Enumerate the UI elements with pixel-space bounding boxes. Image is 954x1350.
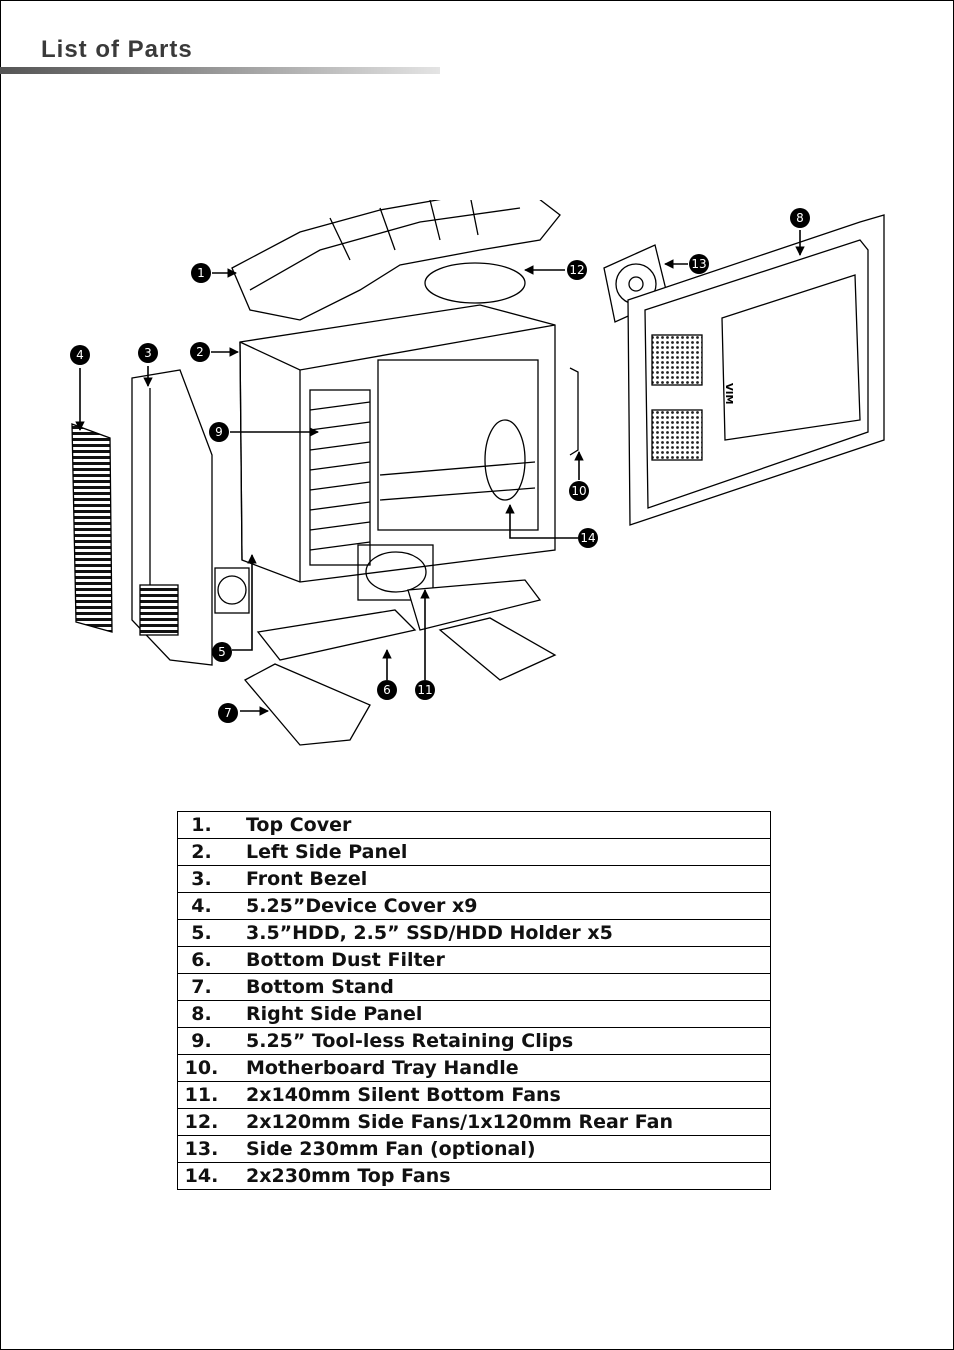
svg-text:2: 2 <box>196 345 204 359</box>
svg-text:14: 14 <box>580 531 595 545</box>
title-underline <box>0 67 440 74</box>
callout-12: 12 <box>567 260 587 280</box>
table-row: 2.Left Side Panel <box>177 838 771 866</box>
callout-1: 1 <box>191 263 211 283</box>
top-cover <box>231 200 561 321</box>
table-row: 14.2x230mm Top Fans <box>177 1162 771 1190</box>
part-name: Left Side Panel <box>225 838 771 866</box>
svg-text:9: 9 <box>215 425 223 439</box>
bottom-dust-filter <box>256 579 542 661</box>
top-fan <box>424 262 526 501</box>
callout-10: 10 <box>569 481 589 501</box>
panel-badge: VIM <box>723 383 734 404</box>
part-name: Front Bezel <box>225 865 771 893</box>
part-number: 2. <box>177 838 225 866</box>
table-row: 7.Bottom Stand <box>177 973 771 1001</box>
svg-text:4: 4 <box>76 348 84 362</box>
parts-table: 1.Top Cover 2.Left Side Panel 3.Front Be… <box>177 811 771 1190</box>
part-name: Right Side Panel <box>225 1000 771 1028</box>
svg-text:11: 11 <box>417 683 432 697</box>
callout-14: 14 <box>578 528 598 548</box>
part-number: 14. <box>177 1162 225 1190</box>
callout-4: 4 <box>70 345 90 365</box>
part-name: 2x230mm Top Fans <box>225 1162 771 1190</box>
svg-text:10: 10 <box>571 484 586 498</box>
part-number: 3. <box>177 865 225 893</box>
svg-text:13: 13 <box>691 257 706 271</box>
table-row: 13.Side 230mm Fan (optional) <box>177 1135 771 1163</box>
part-number: 4. <box>177 892 225 920</box>
table-row: 8.Right Side Panel <box>177 1000 771 1028</box>
part-name: Bottom Stand <box>225 973 771 1001</box>
svg-text:5: 5 <box>218 645 226 659</box>
part-name: 2x140mm Silent Bottom Fans <box>225 1081 771 1109</box>
chassis <box>239 304 556 601</box>
table-row: 10.Motherboard Tray Handle <box>177 1054 771 1082</box>
callout-9: 9 <box>209 422 229 442</box>
device-covers <box>71 423 113 633</box>
bottom-stand <box>243 617 557 746</box>
part-number: 9. <box>177 1027 225 1055</box>
part-number: 6. <box>177 946 225 974</box>
part-number: 7. <box>177 973 225 1001</box>
part-name: 2x120mm Side Fans/1x120mm Rear Fan <box>225 1108 771 1136</box>
part-name: 3.5”HDD, 2.5” SSD/HDD Holder x5 <box>225 919 771 947</box>
callout-8: 8 <box>790 208 810 228</box>
table-row: 4.5.25”Device Cover x9 <box>177 892 771 920</box>
part-name: Side 230mm Fan (optional) <box>225 1135 771 1163</box>
svg-text:8: 8 <box>796 211 804 225</box>
part-number: 8. <box>177 1000 225 1028</box>
exploded-diagram: VIM 1 2 3 4 5 6 7 8 9 10 11 12 13 14 <box>70 200 885 746</box>
part-number: 1. <box>177 811 225 839</box>
callout-11: 11 <box>415 680 435 700</box>
tray-handle <box>569 367 579 456</box>
svg-text:1: 1 <box>197 266 205 280</box>
callout-5: 5 <box>212 642 232 662</box>
table-row: 6.Bottom Dust Filter <box>177 946 771 974</box>
table-row: 9.5.25” Tool-less Retaining Clips <box>177 1027 771 1055</box>
callout-6: 6 <box>377 680 397 700</box>
part-name: 5.25” Tool-less Retaining Clips <box>225 1027 771 1055</box>
callout-7: 7 <box>218 703 238 723</box>
front-fan <box>214 567 250 614</box>
table-row: 11.2x140mm Silent Bottom Fans <box>177 1081 771 1109</box>
right-side-panel <box>627 214 885 526</box>
part-number: 11. <box>177 1081 225 1109</box>
svg-text:12: 12 <box>569 263 584 277</box>
part-name: Motherboard Tray Handle <box>225 1054 771 1082</box>
part-name: Top Cover <box>225 811 771 839</box>
part-number: 5. <box>177 919 225 947</box>
part-number: 12. <box>177 1108 225 1136</box>
part-number: 10. <box>177 1054 225 1082</box>
svg-text:3: 3 <box>144 346 152 360</box>
part-number: 13. <box>177 1135 225 1163</box>
table-row: 12.2x120mm Side Fans/1x120mm Rear Fan <box>177 1108 771 1136</box>
table-row: 3.Front Bezel <box>177 865 771 893</box>
table-row: 1.Top Cover <box>177 811 771 839</box>
table-row: 5.3.5”HDD, 2.5” SSD/HDD Holder x5 <box>177 919 771 947</box>
callout-3: 3 <box>138 343 158 363</box>
front-bezel <box>131 369 213 666</box>
part-name: Bottom Dust Filter <box>225 946 771 974</box>
svg-text:6: 6 <box>383 683 391 697</box>
callout-13: 13 <box>689 254 709 274</box>
svg-text:7: 7 <box>224 706 232 720</box>
part-name: 5.25”Device Cover x9 <box>225 892 771 920</box>
page-title: List of Parts <box>41 36 193 63</box>
callout-2: 2 <box>190 342 210 362</box>
